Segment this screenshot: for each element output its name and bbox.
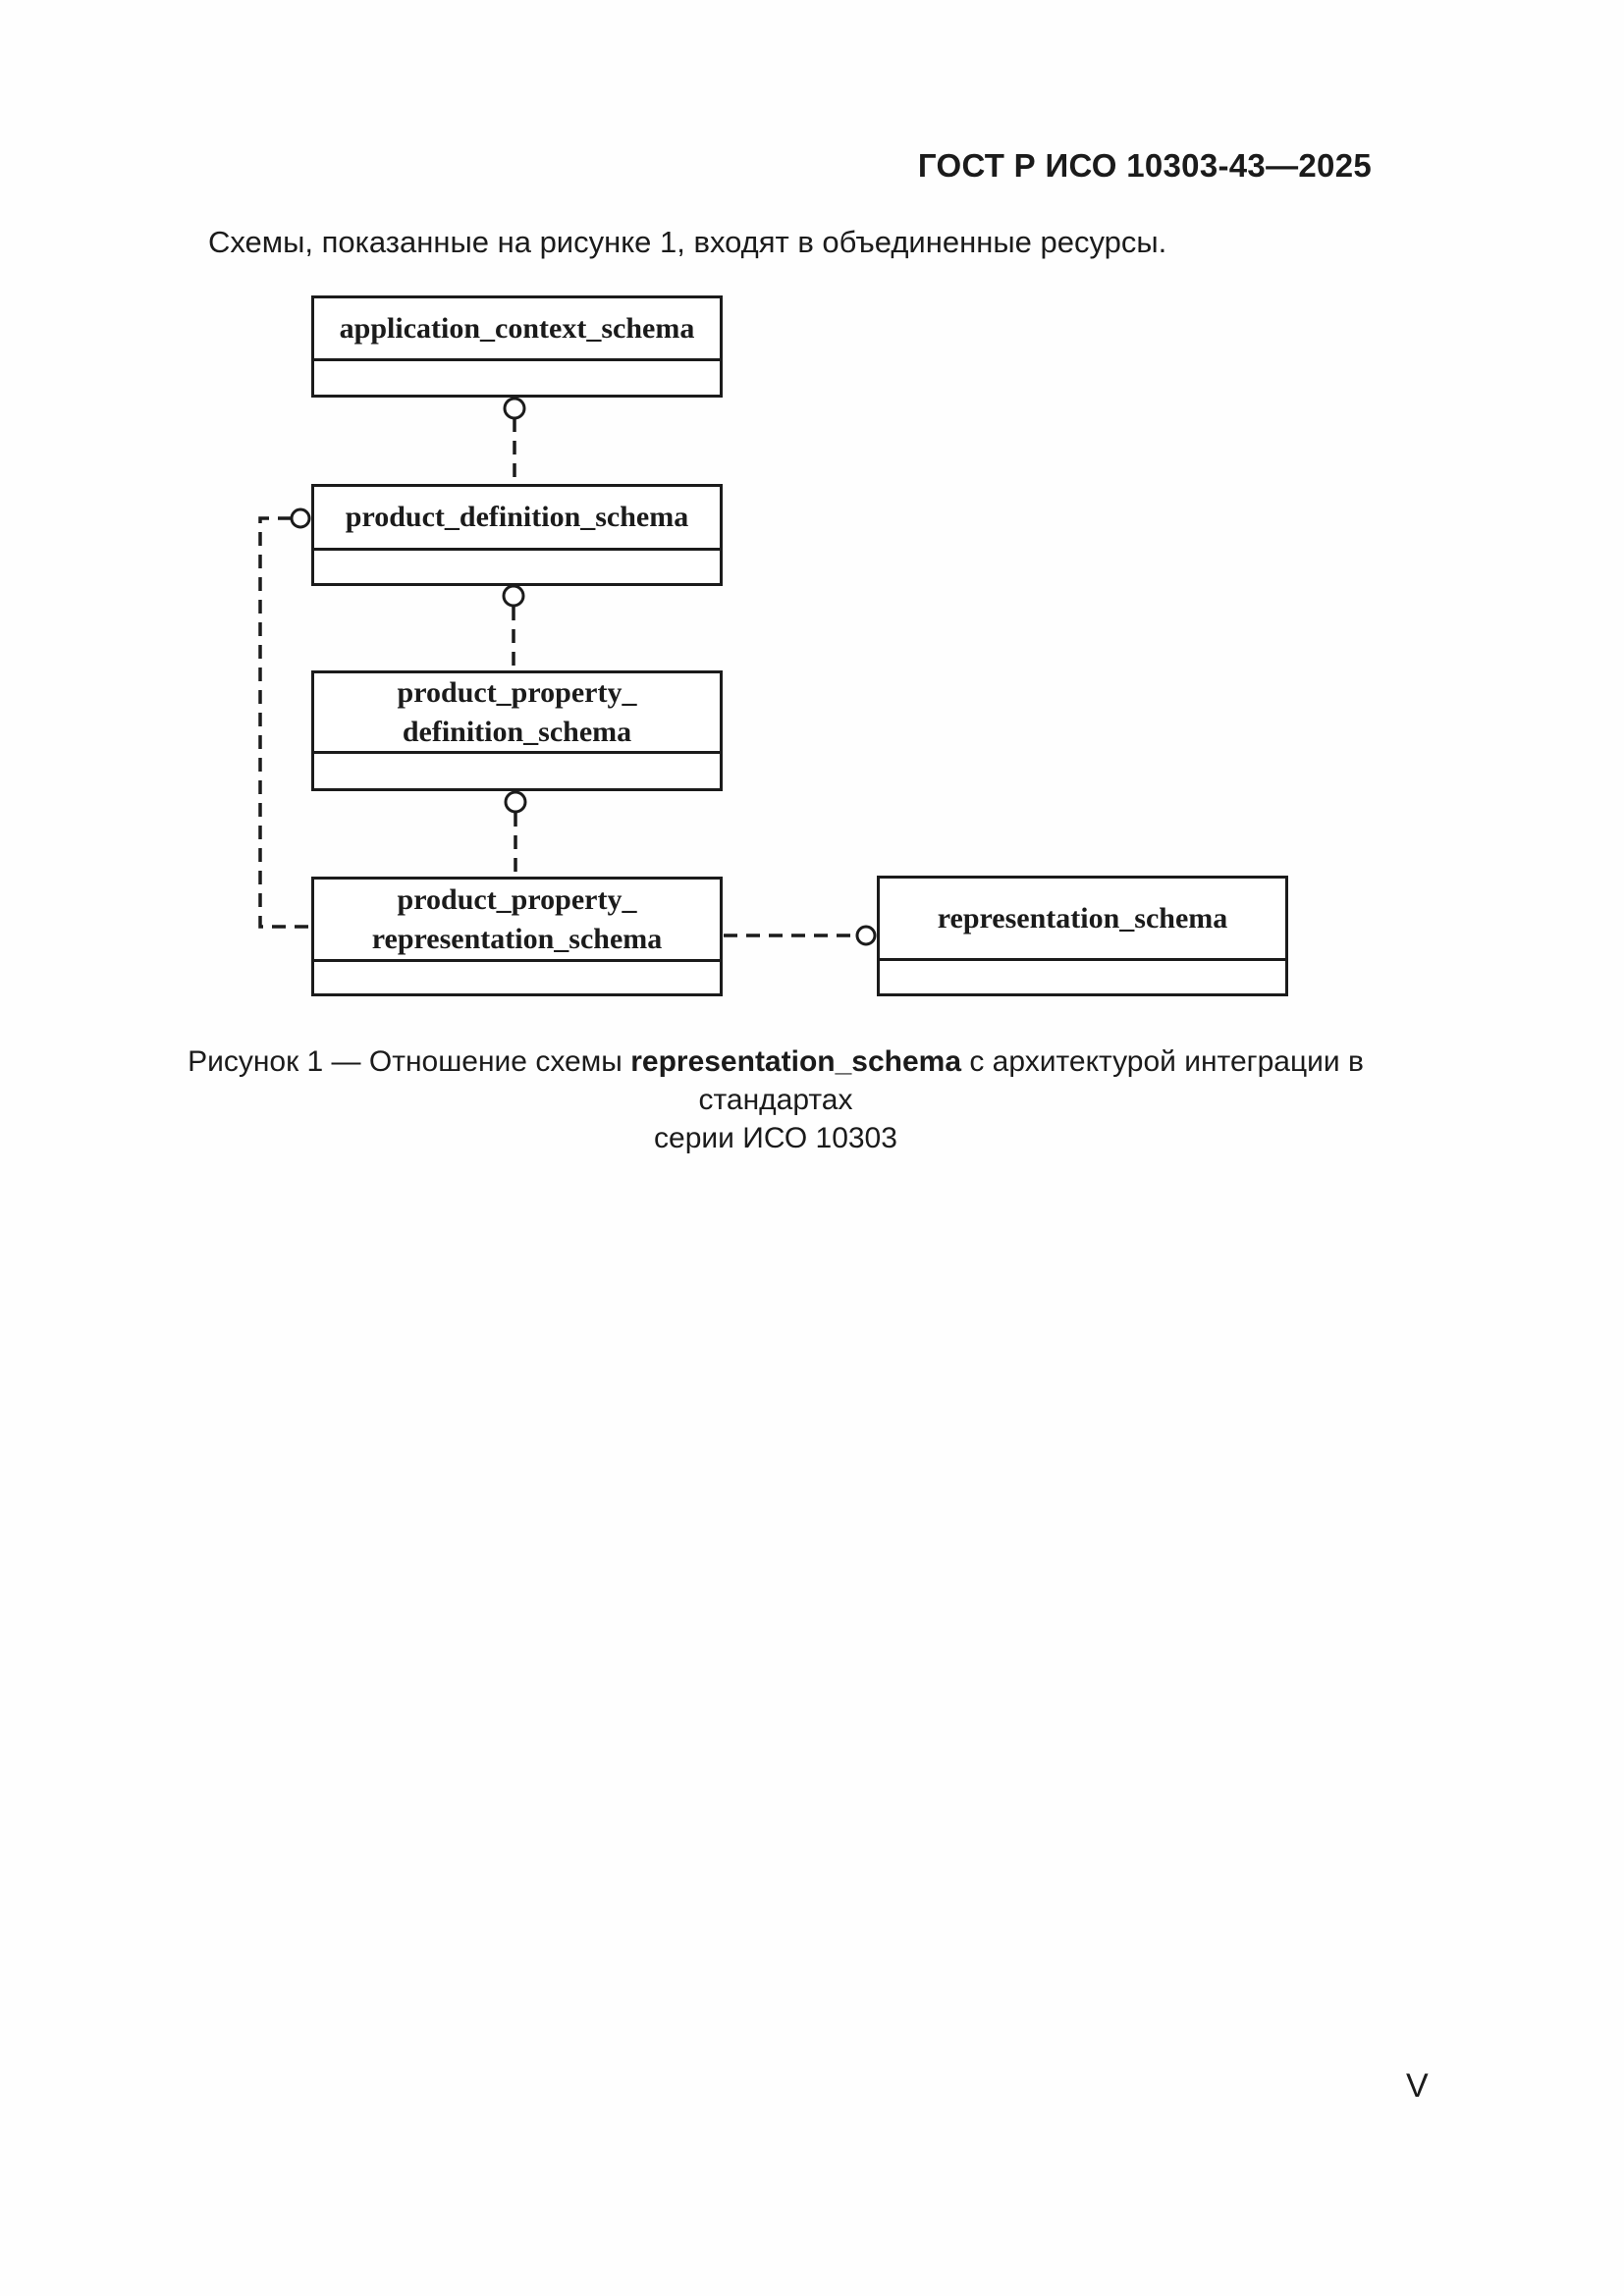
schema-name-text: representation_schema bbox=[937, 901, 1228, 934]
page-number: V bbox=[1406, 2067, 1429, 2105]
aggregation-circle-1 bbox=[503, 397, 526, 420]
schema-name-text: application_context_schema bbox=[339, 311, 695, 345]
schema-box-product-definition: product_definition_schema bbox=[311, 484, 723, 586]
schema-box-title: product_definition_schema bbox=[314, 487, 720, 551]
schema-box-product-property-definition: product_property_ definition_schema bbox=[311, 670, 723, 791]
caption-prefix-text: Рисунок 1 — Отношение схемы bbox=[188, 1045, 631, 1078]
schema-box-title: application_context_schema bbox=[314, 298, 720, 361]
schema-box-empty-compartment bbox=[314, 962, 720, 993]
schema-name-text: definition_schema bbox=[402, 715, 632, 748]
schema-name-text: product_property_ bbox=[397, 882, 637, 916]
dashed-connector-left-path bbox=[258, 516, 309, 929]
intro-paragraph: Схемы, показанные на рисунке 1, входят в… bbox=[208, 225, 1167, 259]
schema-box-title: product_property_ definition_schema bbox=[314, 673, 720, 754]
schema-box-title: representation_schema bbox=[880, 879, 1285, 961]
schema-box-product-property-representation: product_property_ representation_schema bbox=[311, 877, 723, 996]
figure-caption-line-2: серии ИСО 10303 bbox=[654, 1122, 897, 1154]
schema-box-title: product_property_ representation_schema bbox=[314, 880, 720, 962]
aggregation-circle-left bbox=[290, 507, 311, 529]
schema-name-text: representation_schema bbox=[371, 922, 663, 955]
figure-caption: Рисунок 1 — Отношение схемы representati… bbox=[167, 1042, 1384, 1157]
figure-caption-line-1: Рисунок 1 — Отношение схемы representati… bbox=[167, 1042, 1384, 1119]
schema-box-application-context: application_context_schema bbox=[311, 295, 723, 398]
schema-box-empty-compartment bbox=[314, 754, 720, 788]
caption-suffix-text: с архитектурой интеграции в стандартах bbox=[698, 1045, 1364, 1116]
schema-box-empty-compartment bbox=[314, 551, 720, 583]
diagram-connectors bbox=[258, 397, 877, 946]
aggregation-circle-right bbox=[855, 925, 877, 946]
schema-box-empty-compartment bbox=[880, 961, 1285, 993]
schema-name-text: product_property_ bbox=[397, 675, 637, 709]
schema-box-representation: representation_schema bbox=[877, 876, 1288, 996]
standard-designation: ГОСТ Р ИСО 10303-43—2025 bbox=[917, 147, 1372, 184]
caption-bold-schema-name: representation_schema bbox=[630, 1045, 962, 1078]
schema-box-empty-compartment bbox=[314, 361, 720, 395]
aggregation-circle-2 bbox=[502, 584, 525, 608]
schema-name-text: product_definition_schema bbox=[345, 501, 689, 533]
aggregation-circle-3 bbox=[504, 790, 527, 814]
